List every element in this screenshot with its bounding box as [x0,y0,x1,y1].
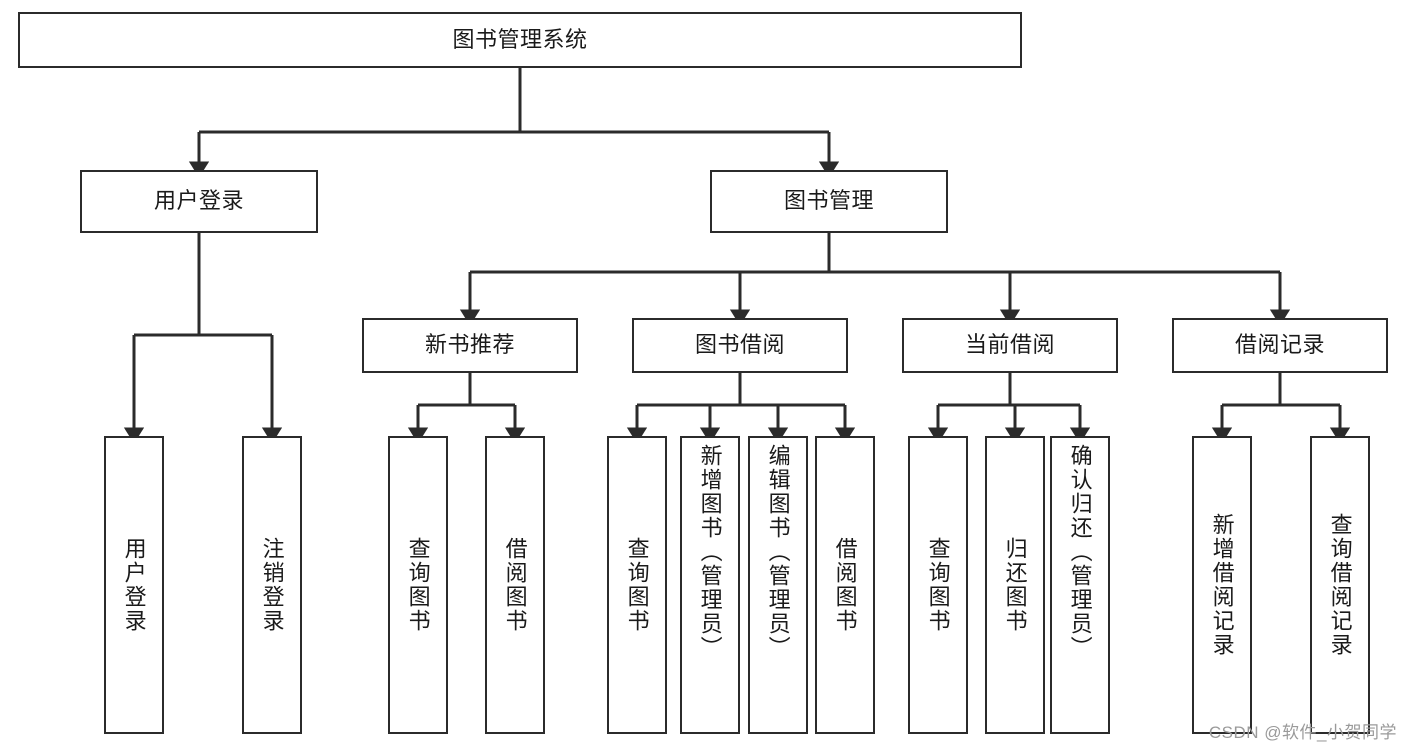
node-leaf-add-book[interactable]: 新增图书（管理员） [680,436,740,734]
node-leaf-borrow-book-1[interactable]: 借阅图书 [485,436,545,734]
node-book-borrow-label: 图书借阅 [694,332,785,358]
node-borrow-record-label: 借阅记录 [1234,332,1325,358]
node-leaf-user-login[interactable]: 用户登录 [104,436,164,734]
node-leaf-query-book-1[interactable]: 查询图书 [388,436,448,734]
node-leaf-edit-book[interactable]: 编辑图书（管理员） [748,436,808,734]
node-leaf-query-book-3-label: 查询图书 [925,537,951,633]
node-leaf-add-record-label: 新增借阅记录 [1209,513,1235,657]
node-root-label: 图书管理系统 [452,26,588,52]
node-leaf-query-record-label: 查询借阅记录 [1327,513,1353,657]
node-leaf-return-book[interactable]: 归还图书 [985,436,1045,734]
node-leaf-add-record[interactable]: 新增借阅记录 [1192,436,1252,734]
csdn-watermark: CSDN @软件_小贺同学 [1208,723,1397,742]
node-book-manage-label: 图书管理 [783,188,874,214]
node-leaf-edit-book-label: 编辑图书（管理员） [765,444,791,660]
node-leaf-query-book-1-label: 查询图书 [405,537,431,633]
node-current-borrow[interactable]: 当前借阅 [902,318,1118,373]
node-leaf-borrow-book-2-label: 借阅图书 [832,537,858,633]
node-leaf-return-book-label: 归还图书 [1002,537,1028,633]
node-leaf-borrow-book-2[interactable]: 借阅图书 [815,436,875,734]
node-user-login-label: 用户登录 [153,188,244,214]
node-leaf-confirm-return-label: 确认归还（管理员） [1067,444,1093,660]
node-leaf-query-book-3[interactable]: 查询图书 [908,436,968,734]
node-leaf-add-book-label: 新增图书（管理员） [697,444,723,660]
node-leaf-user-login-label: 用户登录 [121,537,147,633]
node-leaf-query-record[interactable]: 查询借阅记录 [1310,436,1370,734]
node-user-login[interactable]: 用户登录 [80,170,318,233]
node-leaf-borrow-book-1-label: 借阅图书 [502,537,528,633]
node-leaf-logout-label: 注销登录 [259,537,285,633]
node-leaf-logout[interactable]: 注销登录 [242,436,302,734]
node-leaf-confirm-return[interactable]: 确认归还（管理员） [1050,436,1110,734]
node-borrow-record[interactable]: 借阅记录 [1172,318,1388,373]
node-leaf-query-book-2-label: 查询图书 [624,537,650,633]
node-book-manage[interactable]: 图书管理 [710,170,948,233]
node-root[interactable]: 图书管理系统 [18,12,1022,68]
node-book-borrow[interactable]: 图书借阅 [632,318,848,373]
node-new-book-rec-label: 新书推荐 [424,332,515,358]
node-current-borrow-label: 当前借阅 [964,332,1055,358]
node-leaf-query-book-2[interactable]: 查询图书 [607,436,667,734]
node-new-book-rec[interactable]: 新书推荐 [362,318,578,373]
